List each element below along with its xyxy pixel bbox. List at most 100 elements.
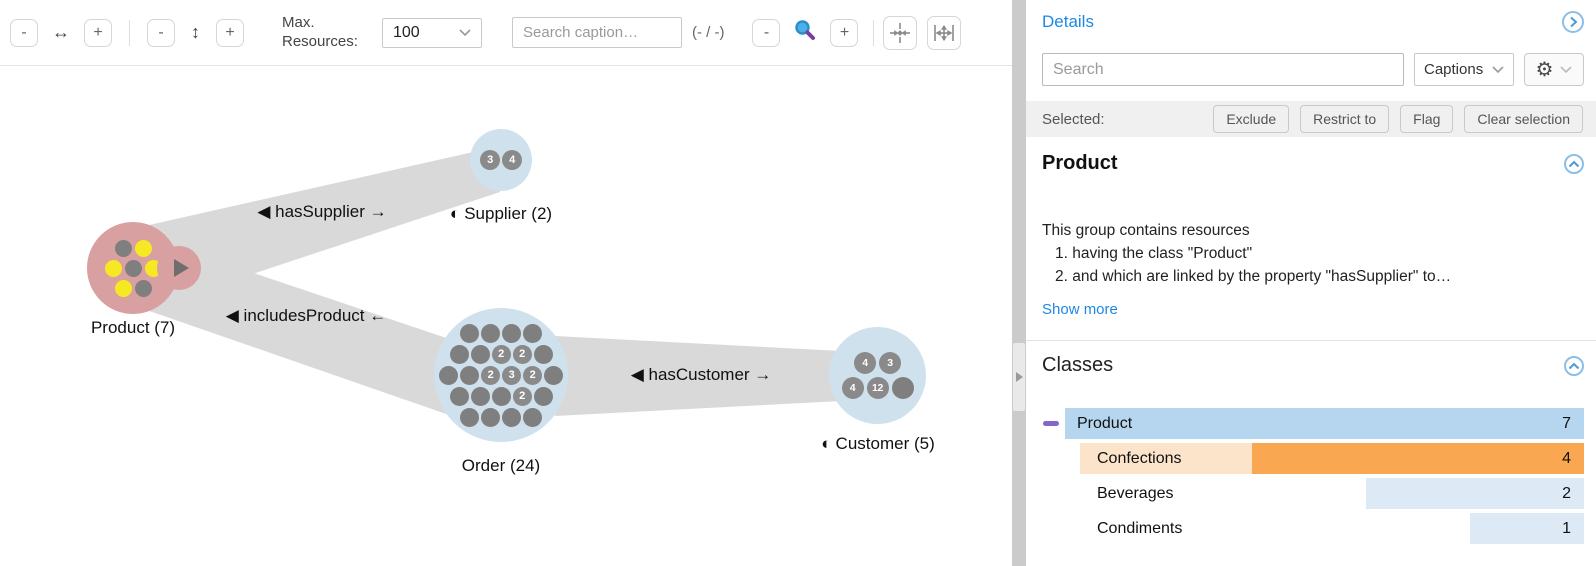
captions-dropdown[interactable]: Captions bbox=[1414, 53, 1514, 86]
group-count-badge: 2 bbox=[512, 386, 532, 406]
zoom-in-button[interactable]: + bbox=[830, 18, 859, 47]
vertical-arrow-icon: ↕ bbox=[191, 22, 200, 42]
play-icon bbox=[174, 259, 189, 277]
collapse-panel-button[interactable] bbox=[1562, 11, 1584, 33]
resource-dot bbox=[891, 377, 914, 399]
max-resources-label: Max. Resources: bbox=[282, 13, 358, 50]
show-more-link[interactable]: Show more bbox=[1042, 301, 1118, 318]
exclude-button[interactable]: Exclude bbox=[1213, 105, 1290, 133]
class-count: 4 bbox=[1562, 450, 1571, 467]
resource-dot bbox=[502, 407, 521, 427]
node-label-product: Product (7) bbox=[90, 318, 176, 337]
collapse-group-section-button[interactable] bbox=[1564, 153, 1584, 174]
node-product-expand-button[interactable] bbox=[157, 246, 201, 290]
group-count-badge: 12 bbox=[866, 377, 889, 399]
class-marker-icon bbox=[1043, 421, 1059, 426]
max-resources-select[interactable]: 100 bbox=[382, 17, 482, 48]
node-label-customer: ◐Customer (5) bbox=[821, 434, 934, 454]
resource-dot bbox=[502, 323, 521, 343]
resource-dot bbox=[134, 279, 152, 297]
class-row-condiments[interactable]: Condiments 1 bbox=[1065, 513, 1584, 544]
search-caption-input[interactable] bbox=[512, 17, 682, 48]
section-divider bbox=[1026, 340, 1596, 341]
node-label-order: Order (24) bbox=[461, 456, 541, 475]
clear-selection-button[interactable]: Clear selection bbox=[1464, 105, 1583, 133]
zoom-out-button[interactable]: - bbox=[752, 18, 781, 47]
classes-list: Product 7 Confections 4 Beverages 2 Cond… bbox=[1043, 408, 1584, 544]
class-row-beverages[interactable]: Beverages 2 bbox=[1065, 478, 1584, 509]
group-count-badge: 4 bbox=[502, 150, 522, 170]
restrict-to-button[interactable]: Restrict to bbox=[1300, 105, 1390, 133]
class-row-confections[interactable]: Confections 4 bbox=[1065, 443, 1584, 474]
group-description-item: 1. having the class "Product" bbox=[1055, 245, 1253, 262]
node-product[interactable] bbox=[87, 222, 179, 314]
chevron-down-icon bbox=[459, 29, 471, 36]
edge-label-includes-product: ◀ includesProduct ← bbox=[225, 306, 387, 325]
expand-to-fit-icon bbox=[934, 24, 955, 41]
collapse-layout-button[interactable] bbox=[883, 15, 918, 50]
class-count-bar bbox=[1065, 408, 1584, 439]
class-name: Beverages bbox=[1097, 485, 1174, 502]
resource-dot bbox=[134, 239, 152, 257]
increase-height-button[interactable]: + bbox=[216, 18, 244, 47]
edge-label-has-customer: ◀ hasCustomer → bbox=[630, 365, 772, 384]
resource-dot bbox=[491, 386, 511, 406]
resource-dot bbox=[470, 386, 490, 406]
captions-dropdown-value: Captions bbox=[1424, 61, 1484, 78]
details-search-input[interactable] bbox=[1042, 53, 1404, 86]
settings-button[interactable]: ⚙ bbox=[1524, 53, 1584, 86]
search-match-counter: (- / -) bbox=[692, 24, 725, 41]
edge-includes-product[interactable] bbox=[112, 238, 470, 416]
graph-canvas[interactable]: - ↔ + - ↕ + Max. Resources: 100 (- / -) … bbox=[0, 0, 1012, 566]
selected-label: Selected: bbox=[1042, 110, 1105, 128]
group-count-badge: 2 bbox=[491, 344, 511, 364]
decrease-height-button[interactable]: - bbox=[147, 18, 175, 47]
node-label-text: Customer (5) bbox=[835, 434, 935, 453]
edge-has-customer[interactable] bbox=[555, 336, 860, 416]
resource-dot bbox=[124, 259, 142, 277]
resource-dot bbox=[460, 365, 479, 385]
toolbar-separator bbox=[129, 19, 130, 46]
chevron-up-icon bbox=[1568, 160, 1580, 167]
class-selection-highlight bbox=[1080, 443, 1252, 474]
resource-dot bbox=[104, 259, 122, 277]
gear-icon: ⚙ bbox=[1535, 58, 1554, 81]
collapse-to-center-icon bbox=[890, 22, 911, 43]
panel-splitter[interactable] bbox=[1012, 0, 1026, 566]
decrease-width-button[interactable]: - bbox=[10, 18, 38, 47]
chevron-down-icon bbox=[1492, 66, 1504, 73]
class-row-product[interactable]: Product 7 bbox=[1043, 408, 1584, 439]
resource-dot bbox=[523, 323, 542, 343]
group-description-item: 2. and which are linked by the property … bbox=[1055, 268, 1452, 285]
increase-width-button[interactable]: + bbox=[84, 18, 112, 47]
resource-dot bbox=[449, 386, 469, 406]
resource-dot bbox=[460, 407, 479, 427]
resource-dot bbox=[470, 344, 490, 364]
magnifier-icon bbox=[793, 18, 817, 47]
collapse-classes-section-button[interactable] bbox=[1564, 355, 1584, 376]
class-name: Product bbox=[1077, 415, 1133, 432]
group-description: This group contains resources 1. having … bbox=[1042, 219, 1584, 288]
half-circle-icon: ◐ bbox=[821, 434, 832, 453]
resource-dot bbox=[481, 407, 500, 427]
chevron-down-icon bbox=[1560, 66, 1573, 73]
resource-dot bbox=[114, 239, 132, 257]
expand-layout-button[interactable] bbox=[927, 15, 962, 50]
chevron-right-icon bbox=[1015, 372, 1023, 382]
details-title: Details bbox=[1042, 12, 1094, 31]
max-resources-value: 100 bbox=[393, 23, 420, 41]
panel-collapse-handle[interactable] bbox=[1013, 343, 1025, 411]
details-panel: Details Captions ⚙ Selected: Exclude Res… bbox=[1026, 0, 1596, 566]
selected-toolbar: Selected: Exclude Restrict to Flag Clear… bbox=[1026, 101, 1596, 137]
classes-title: Classes bbox=[1042, 354, 1114, 376]
class-count: 7 bbox=[1562, 415, 1571, 432]
flag-button[interactable]: Flag bbox=[1400, 105, 1454, 133]
group-count-badge: 3 bbox=[502, 365, 521, 385]
group-count-badge: 3 bbox=[480, 150, 500, 170]
group-count-badge: 2 bbox=[481, 365, 500, 385]
chevron-right-icon bbox=[1569, 16, 1577, 28]
